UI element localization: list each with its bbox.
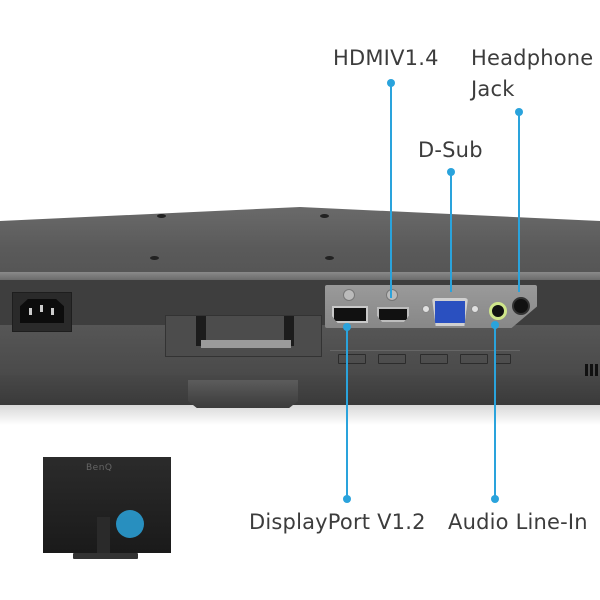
panel-shadow: [0, 405, 600, 425]
displayport-port: [332, 306, 368, 323]
thumbnail-base: [73, 553, 138, 559]
panel-bottom-edge: [0, 375, 600, 405]
panel-rim: [0, 272, 600, 280]
stand-neck: [188, 380, 298, 408]
vga-screw: [471, 305, 479, 313]
dsub-label: D-Sub: [418, 138, 483, 162]
vesa-screw-hole: [325, 256, 334, 260]
audio-in-callout-line: [494, 325, 496, 497]
port-location-highlight: [116, 510, 144, 538]
vent-slot: [590, 364, 593, 376]
pc-glyph-icon: [420, 354, 448, 364]
thumbnail-stand: [97, 517, 110, 553]
hdmi-label: HDMIV1.4: [333, 46, 439, 70]
headphone-jack-port: [512, 297, 530, 315]
vesa-screw-hole: [157, 214, 166, 218]
dsub-port: [432, 298, 468, 326]
hdmi-callout-line: [390, 83, 392, 298]
audio-in-label: Audio Line-In: [448, 510, 588, 534]
vesa-screw-hole: [320, 214, 329, 218]
port-screw: [343, 289, 355, 301]
port-screw: [386, 289, 398, 301]
vent-slot: [595, 364, 598, 376]
monitor-back-panel: [0, 207, 600, 277]
displayport-label: DisplayPort V1.2: [249, 510, 426, 534]
vent-slot: [585, 364, 588, 376]
headphone-glyph-icon: [495, 354, 511, 364]
vga-screw: [422, 305, 430, 313]
port-icon-strip: [330, 350, 520, 367]
stand-mount-bracket: [165, 315, 322, 357]
displayport-glyph-icon: [338, 354, 366, 364]
vesa-screw-hole: [150, 256, 159, 260]
displayport-callout-line: [346, 327, 348, 497]
headphone-label-line1: Headphone: [471, 46, 594, 70]
hdmi-port: [377, 307, 409, 322]
audio-line-in-port: [489, 302, 507, 320]
power-socket: [12, 292, 72, 332]
displayport-callout-dot: [343, 495, 351, 503]
headphone-label-line2: Jack: [471, 77, 515, 101]
audio-glyph-icon: [460, 354, 488, 364]
brand-logo: BenQ: [86, 463, 113, 473]
dsub-callout-line: [450, 172, 452, 292]
audio-in-callout-dot: [491, 495, 499, 503]
hdmi-glyph-icon: [378, 354, 406, 364]
headphone-callout-line: [518, 112, 520, 292]
